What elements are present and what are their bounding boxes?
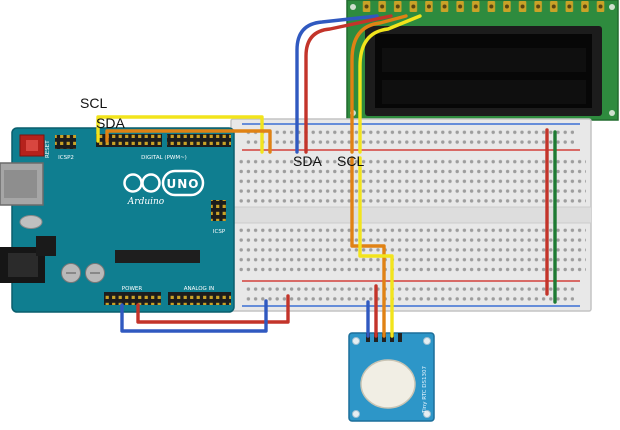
wire-sda-orange-arduino <box>105 129 272 154</box>
label-sda-bus: SDA <box>293 153 322 169</box>
rtc-mount-hole <box>352 410 360 418</box>
wire-orange-lcd <box>350 14 408 154</box>
wires <box>96 14 557 338</box>
digital-header-left-pins <box>96 134 162 147</box>
reset-label: RESET <box>45 140 51 158</box>
label-scl-arduino: SCL <box>80 95 107 111</box>
rtc-mount-hole <box>352 337 360 345</box>
breadboard-bottom-rail-holes <box>244 285 574 304</box>
wire-scl-yellow-arduino <box>96 115 264 154</box>
uno-badge <box>161 169 205 197</box>
wire-yellow-rtc <box>358 156 394 338</box>
crystal-oscillator <box>19 215 43 229</box>
power-header-label: POWER <box>122 286 143 292</box>
analog-header-label: ANALOG IN <box>184 286 215 292</box>
breadboard-lower-holes <box>236 226 586 274</box>
icsp2-label: ICSP2 <box>58 155 74 161</box>
arduino-uno: RESET ICSP2 DIGITAL (PWM~) UNO Arduino I… <box>0 127 235 313</box>
breadboard-upper-holes <box>236 156 586 206</box>
icsp2-pins <box>55 135 76 149</box>
digital-header-label: DIGITAL (PWM~) <box>141 155 187 161</box>
arduino-brand-label: Arduino <box>127 197 165 207</box>
arduino-logo-icon <box>141 173 161 193</box>
breadboard-center-channel <box>231 207 591 223</box>
coin-cell-battery <box>360 359 416 409</box>
lcd-module <box>346 0 619 121</box>
breadboard <box>230 118 592 312</box>
lcd-mount-hole <box>350 4 356 10</box>
wire-blue-ground-loop <box>120 299 268 333</box>
uno-label: UNO <box>167 177 200 191</box>
lcd-pin-header <box>358 0 608 13</box>
wire-red-lcd <box>304 14 393 154</box>
label-scl-bus: SCL <box>337 153 364 169</box>
analog-header-pins <box>168 292 231 305</box>
rtc-mount-hole <box>423 410 431 418</box>
lcd-char-row <box>382 80 586 104</box>
rtc-module: Tiny RTC DS1307 <box>348 332 435 422</box>
wire-blue-lcd <box>295 14 379 154</box>
digital-header-right-pins <box>167 134 231 147</box>
rtc-pin <box>398 333 402 342</box>
annotations: SCL SDA SDA SCL <box>80 95 364 169</box>
breadboard-top-rail-holes <box>244 128 574 147</box>
label-sda-arduino: SDA <box>96 115 125 131</box>
usb-connector-inner <box>4 170 37 198</box>
rtc-mount-hole <box>423 337 431 345</box>
power-header-pins <box>104 292 161 305</box>
atmega-chip <box>115 250 200 263</box>
power-jack-inner <box>8 253 38 277</box>
chip-small <box>36 236 56 256</box>
icsp-label: ICSP <box>213 229 226 235</box>
lcd-mount-hole <box>609 110 615 116</box>
lcd-mount-hole <box>609 4 615 10</box>
rtc-name-label: Tiny RTC DS1307 <box>422 366 428 414</box>
wire-yellow-lcd <box>358 14 422 154</box>
lcd-char-row <box>382 48 586 72</box>
wire-orange-rtc <box>350 156 386 338</box>
icsp-pins <box>211 200 226 221</box>
wire-red-power-loop <box>136 294 290 324</box>
reset-button-cap <box>26 140 38 151</box>
